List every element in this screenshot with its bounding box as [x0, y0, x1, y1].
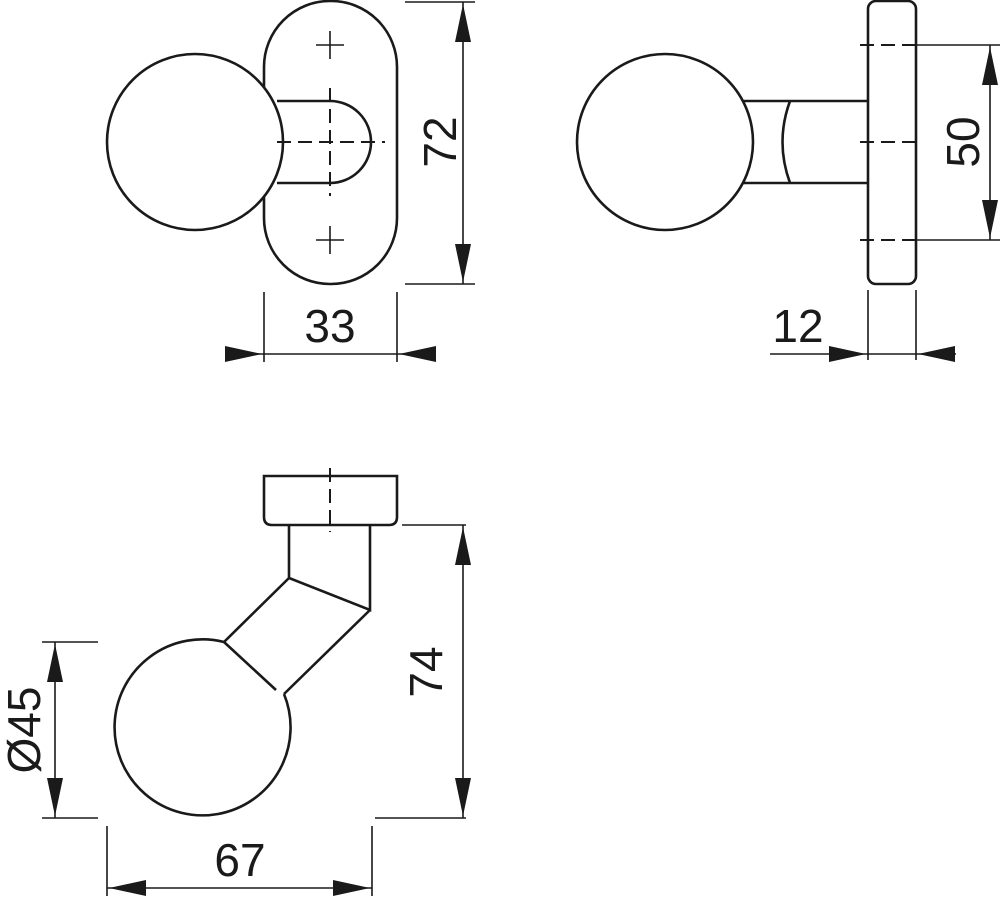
side-view: 50 12	[575, 0, 1000, 362]
top-view: 74 Ø45 67	[0, 468, 471, 896]
dim-67-label: 67	[214, 834, 265, 886]
dim-74-label: 74	[400, 646, 452, 697]
dim-12-label: 12	[772, 300, 823, 352]
centerlines	[860, 44, 920, 241]
dim-72-label: 72	[414, 116, 466, 167]
dim-45-arrows	[47, 644, 63, 816]
angled-shaft	[223, 525, 372, 695]
knob-ball	[105, 52, 285, 232]
front-view: 72 33	[105, 0, 475, 362]
dim-45-label: Ø45	[0, 687, 50, 774]
knob-ball	[575, 52, 755, 232]
dim-50-label: 50	[937, 116, 989, 167]
knob-ball	[113, 638, 292, 817]
dim-67-lines	[106, 826, 373, 896]
dim-72-lines	[405, 1, 475, 285]
dim-33-label: 33	[304, 300, 355, 352]
dim-12-arrows	[829, 346, 955, 362]
dim-74-lines	[375, 524, 466, 819]
rose-plate	[262, 474, 399, 527]
screw-hole-marks	[316, 31, 344, 254]
centerline	[277, 88, 385, 196]
shaft	[740, 99, 868, 185]
